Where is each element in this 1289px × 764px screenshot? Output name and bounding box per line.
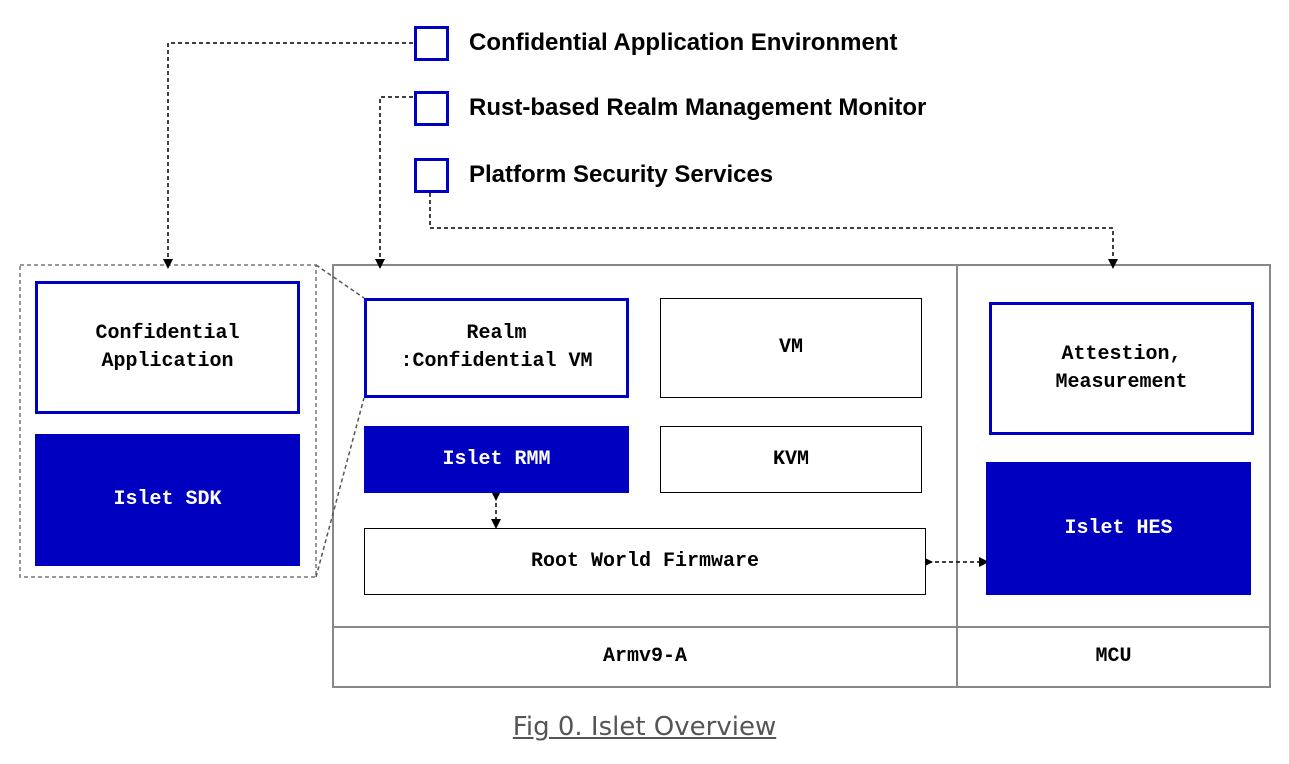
figure-caption[interactable]: Fig 0. Islet Overview [512, 712, 777, 742]
vm-label: VM [778, 336, 803, 359]
root-world-firmware-box: Root World Firmware [364, 528, 926, 595]
islet-rmm-box: Islet RMM [364, 426, 629, 493]
realm-vm-box: Realm :Confidential VM [364, 298, 629, 398]
legend-swatch-cae [414, 26, 449, 61]
armv9-label-cell: Armv9-A [333, 628, 957, 686]
islet-hes-box: Islet HES [986, 462, 1251, 595]
islet-sdk-box: Islet SDK [35, 434, 300, 566]
islet-rmm-label: Islet RMM [442, 447, 551, 471]
zoom-line-top [315, 264, 365, 299]
vm-box: VM [660, 298, 922, 398]
mcu-label-cell: MCU [957, 628, 1270, 686]
islet-hes-label: Islet HES [1064, 516, 1173, 540]
legend-label-rmm: Rust-based Realm Management Monitor [469, 94, 927, 121]
legend-swatch-pss [414, 158, 449, 193]
mcu-label: MCU [1095, 645, 1132, 668]
kvm-label: KVM [772, 447, 809, 471]
legend-label-pss: Platform Security Services [469, 161, 774, 188]
confidential-application-label: Confidential Application [95, 321, 240, 373]
connector-cae [163, 42, 413, 269]
islet-sdk-label: Islet SDK [113, 488, 222, 511]
attestation-box: Attestion, Measurement [989, 302, 1254, 435]
kvm-box: KVM [660, 426, 922, 493]
legend-swatch-rmm [414, 91, 449, 126]
legend-label-cae: Confidential Application Environment [469, 29, 898, 56]
armv9-label: Armv9-A [602, 645, 687, 668]
attestation-label: Attestion, Measurement [1055, 342, 1188, 394]
root-world-firmware-label: Root World Firmware [530, 549, 760, 573]
zoom-line-bottom [315, 397, 365, 578]
connector-rmm [375, 96, 413, 269]
connector-pss [429, 193, 1118, 269]
confidential-application-box: Confidential Application [35, 281, 300, 414]
realm-vm-label: Realm :Confidential VM [400, 322, 593, 373]
